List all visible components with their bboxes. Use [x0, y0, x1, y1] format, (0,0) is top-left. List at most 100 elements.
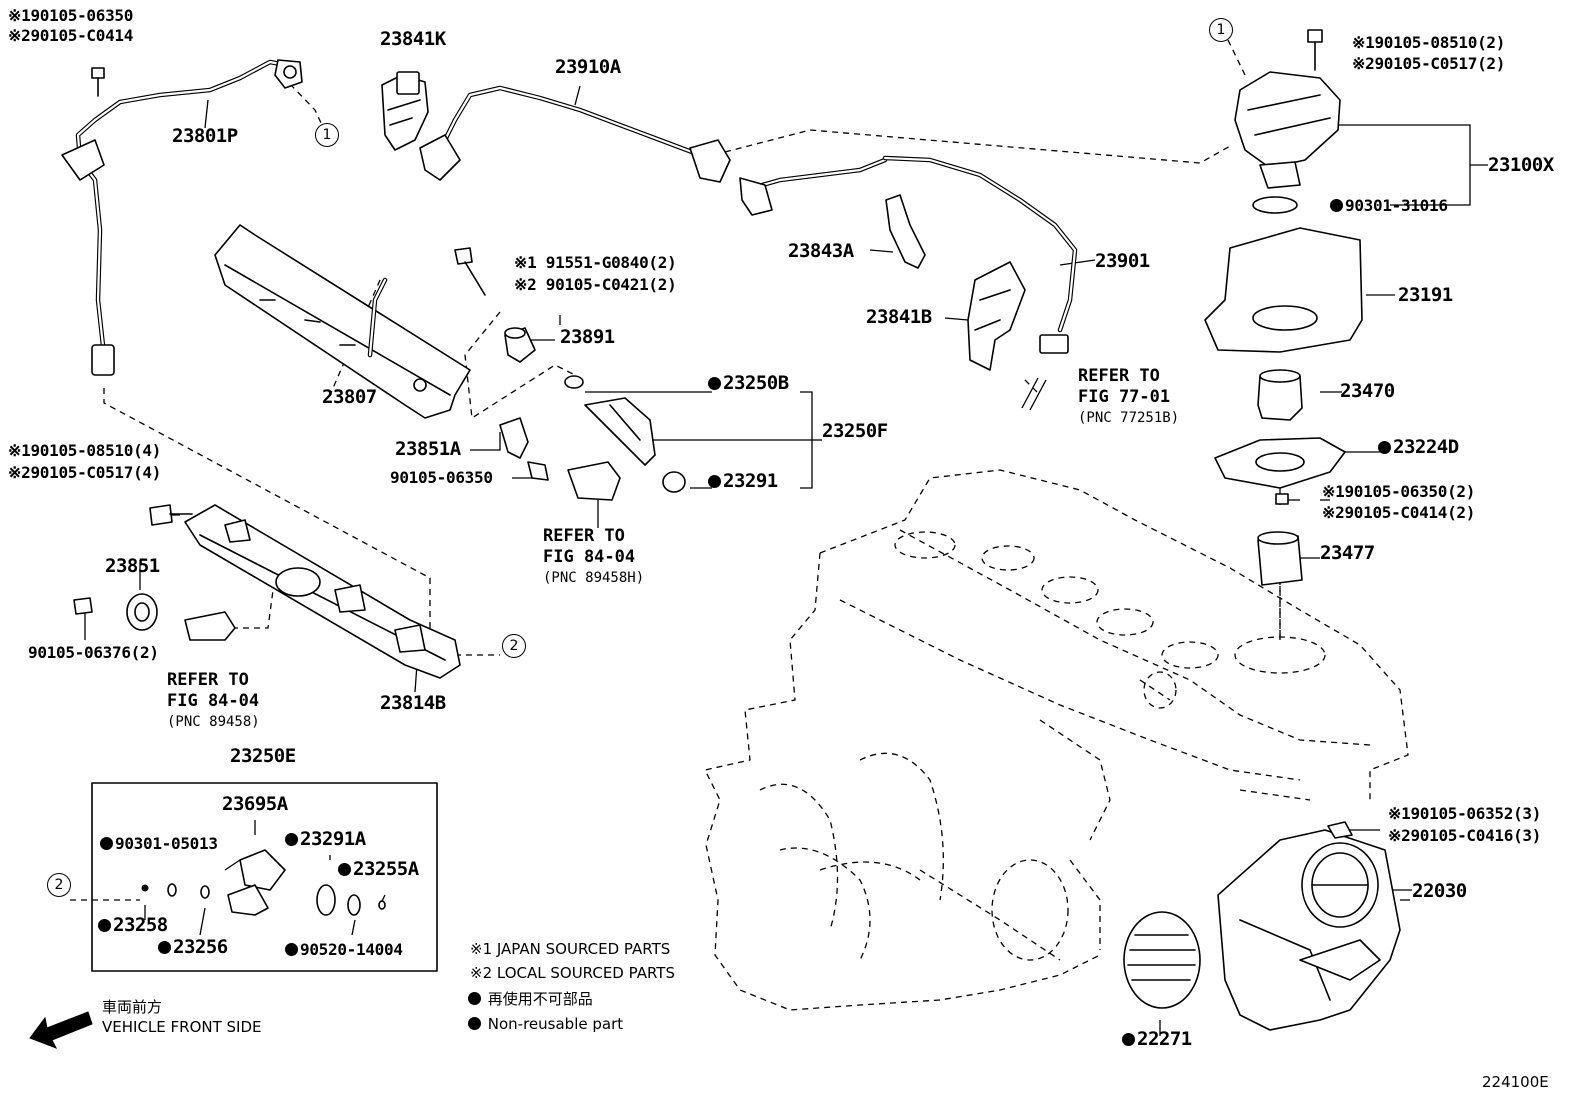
label-23224d: 23224D [1378, 438, 1459, 457]
fuel-pump-23100x [1234, 71, 1341, 214]
note-pump-1: ※190105-08510(2) [1352, 33, 1506, 52]
harness-23801p [61, 59, 303, 376]
figure-id: 224100E [1482, 1073, 1549, 1091]
ref-fig84a-line1: REFER TO [543, 526, 625, 546]
front-label-jp: 車両前方 [102, 998, 163, 1016]
kit-box-23250e [91, 782, 438, 972]
note-topleft-1: ※190105-06350 [8, 6, 134, 25]
leader-lines [70, 39, 1281, 901]
label-23843a: 23843A [788, 240, 854, 262]
label-23256: 23256 [158, 938, 228, 957]
lifter-23477 [1257, 531, 1303, 586]
callout-1-harness: 1 [315, 123, 339, 147]
bolt-rail-bracket [454, 247, 486, 296]
callout-lines [84, 85, 1488, 1036]
legend-nonreuse-jp: 再使用不可部品 [468, 992, 593, 1007]
harness-23910a [419, 85, 888, 216]
label-23470: 23470 [1340, 380, 1395, 402]
label-23841b: 23841B [866, 306, 932, 328]
label-23851a: 23851A [395, 438, 461, 460]
label-23250b: 23250B [708, 374, 789, 393]
nonreusable-dot [1378, 441, 1391, 454]
label-23695a: 23695A [222, 793, 288, 815]
front-label-en: VEHICLE FRONT SIDE [102, 1018, 262, 1036]
nonreusable-dot [338, 863, 351, 876]
nonreusable-dot [158, 941, 171, 954]
label-23191: 23191 [1398, 284, 1453, 306]
sensor-89458 [184, 611, 236, 641]
label-23814b: 23814B [380, 692, 446, 714]
ref-fig84-a: REFER TO FIG 84-04 (PNC 89458H) [543, 526, 644, 589]
nonreusable-dot [285, 833, 298, 846]
label-23807: 23807 [322, 386, 377, 408]
sleeve-23470 [1257, 369, 1303, 421]
label-90301-05013: 90301-05013 [100, 836, 218, 852]
bolt-90105-06350 [527, 461, 549, 481]
fuel-rail-23807 [214, 224, 471, 419]
nonreusable-dot [100, 837, 113, 850]
note-bracket-2: ※2 90105-C0421(2) [514, 275, 677, 294]
note-topleft-2: ※290105-C0414 [8, 26, 134, 45]
ref-fig84-b: REFER TO FIG 84-04 (PNC 89458) [167, 670, 260, 733]
ref-fig84a-line2: FIG 84-04 [543, 547, 636, 567]
gasket-22271 [1123, 911, 1201, 1009]
note-cover-2: ※290105-C0414(2) [1322, 503, 1476, 522]
label-23891: 23891 [560, 326, 615, 348]
ref-fig84b-line2: FIG 84-04 [167, 691, 260, 711]
ref-fig77-line2: FIG 77-01 [1078, 387, 1171, 407]
front-arrow [29, 1011, 93, 1049]
rail-bolt [149, 504, 193, 526]
label-23258: 23258 [98, 916, 168, 935]
spacer-23891 [504, 327, 536, 363]
pump-bolt [1307, 29, 1323, 71]
insulator-23191 [1204, 227, 1363, 353]
label-23291a: 23291A [285, 830, 366, 849]
label-23910a: 23910A [555, 56, 621, 78]
cushion-23851 [126, 593, 158, 631]
nonreusable-dot [468, 992, 481, 1005]
ref-fig77-line1: REFER TO [1078, 366, 1160, 386]
label-23255a: 23255A [338, 860, 419, 879]
label-23851: 23851 [105, 555, 160, 577]
ref-fig77-pnc: (PNC 77251B) [1078, 410, 1180, 426]
throttle-body-22030 [1217, 829, 1401, 1031]
note-throttle-2: ※290105-C0416(3) [1388, 826, 1542, 845]
nonreusable-dot [98, 919, 111, 932]
throttle-bolt [1327, 821, 1353, 839]
gasket-23224d [1214, 437, 1346, 489]
note-cover-1: ※190105-06350(2) [1322, 482, 1476, 501]
label-22030: 22030 [1412, 880, 1467, 902]
note-rail-2: ※290105-C0517(4) [8, 463, 162, 482]
fuel-rail-23814b [184, 504, 461, 679]
clip-23843a [885, 194, 926, 269]
label-90105-06350: 90105-06350 [390, 468, 493, 487]
sensor-89458h [567, 461, 621, 501]
ref-fig84a-pnc: (PNC 89458H) [543, 570, 645, 586]
nonreusable-dot [285, 943, 298, 956]
nonreusable-dot [1330, 199, 1343, 212]
label-90301-31016: 90301-31016 [1330, 198, 1448, 214]
legend-local: ※2 LOCAL SOURCED PARTS [470, 964, 675, 982]
note-pump-2: ※290105-C0517(2) [1352, 54, 1506, 73]
ref-fig84b-pnc: (PNC 89458) [167, 714, 260, 730]
note-throttle-1: ※190105-06352(3) [1388, 804, 1542, 823]
engine-outline [704, 469, 1409, 1011]
callout-2-kit: 2 [47, 873, 71, 897]
ref-fig77: REFER TO FIG 77-01 (PNC 77251B) [1078, 366, 1179, 429]
label-90520-14004: 90520-14004 [285, 942, 403, 958]
bracket-23851a [499, 417, 529, 459]
connector-23841b [967, 261, 1026, 371]
label-23250e: 23250E [230, 745, 296, 767]
nonreusable-dot [1122, 1033, 1135, 1046]
label-23291: 23291 [708, 472, 778, 491]
note-bracket-1: ※1 91551-G0840(2) [514, 253, 677, 272]
label-23100x: 23100X [1488, 154, 1554, 176]
label-90105-06376: 90105-06376(2) [28, 643, 159, 662]
connector-23841k [381, 71, 429, 151]
legend-japan: ※1 JAPAN SOURCED PARTS [470, 940, 671, 958]
label-23841k: 23841K [380, 28, 446, 50]
nonreusable-dot [708, 475, 721, 488]
label-23801p: 23801P [172, 125, 238, 147]
